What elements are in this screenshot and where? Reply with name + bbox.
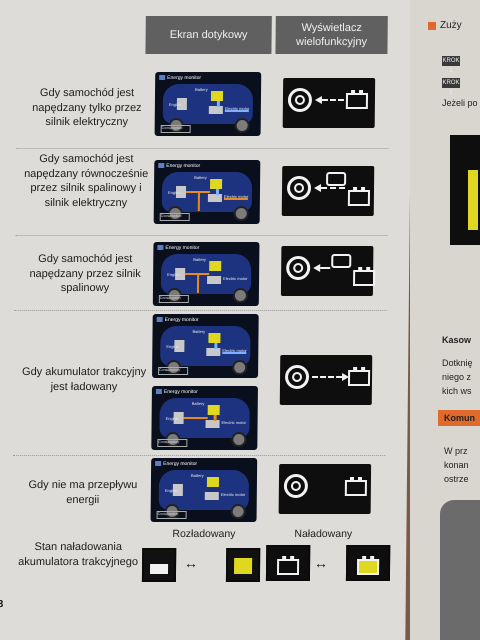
manual-left-page: Ekran dotykowy Wyświetlacz wielofunkcyjn… [0,0,412,640]
motor-icon [204,492,219,500]
battery-icon [207,405,220,415]
row-label-no-flow: Gdy nie ma przepływu energii [28,479,138,506]
mfd-display [281,166,375,216]
mfd-battery-icon [265,545,311,581]
battery-icon [347,190,371,206]
mfd-display [278,464,372,514]
row-label-ev: Gdy samochód jest napędzany tylko przez … [32,87,142,128]
battery-icon [344,480,367,496]
mfd-display [280,246,376,296]
mfd-display [282,78,376,128]
wheel-icon [286,176,312,200]
engine-icon [326,172,347,186]
mfd-display [279,355,373,405]
battery-icon [353,270,376,286]
motor-icon [208,106,223,114]
mfd-battery-full-icon [345,545,391,581]
motor-icon [206,348,221,356]
battery-icon [345,93,369,109]
wheel-icon [287,88,313,112]
energy-monitor-screen: Energy monitor Engine Battery Electric m… [152,314,259,378]
double-arrow-icon: ↔ [314,555,329,571]
battery-icon [210,91,224,101]
motor-icon [205,420,220,428]
battery-icon [208,333,221,343]
screen-title: Energy monitor [167,75,202,81]
energy-monitor-screen: Energy monitor Engine Battery Electric m… [153,160,261,224]
energy-monitor-screen: Energy monitor Engine Battery Electric m… [154,72,262,136]
soc-half-icon [225,548,261,582]
motor-icon [207,276,222,284]
soc-discharged-label: Rozładowany [172,528,236,540]
battery-icon [210,179,223,189]
battery-icon [347,370,371,386]
page-number: 8 [0,599,4,610]
row-label-engine: Gdy samochód jest napędzany przez silnik… [29,253,141,294]
row-label-hybrid: Gdy samochód jest napędzany równocześnie… [24,153,149,209]
soc-discharged-icon [141,548,177,582]
header-touchscreen: Ekran dotykowy [145,16,272,54]
wheel-icon [284,365,310,389]
engine-icon [331,254,352,268]
battery-icon [206,477,220,487]
double-arrow-icon: ↔ [184,555,199,571]
wheel-icon [283,474,309,498]
energy-monitor-screen: Energy monitor Engine Battery Electric m… [151,386,258,450]
wheel-icon [286,256,311,280]
motor-icon [207,194,222,202]
row-label-charging: Gdy akumulator trakcyjny jest ładowany [21,366,147,393]
manual-right-page: Zuży KROK 1 KROK 2 Jeżeli po Kasow Dotkn… [410,0,480,640]
battery-icon [209,261,222,271]
header-mfd: Wyświetlacz wielofunkcyjny [275,16,388,54]
energy-monitor-screen: Energy monitor Engine Battery Electric m… [150,458,258,522]
energy-monitor-screen: Energy monitor Engine Battery Electric m… [152,242,260,306]
soc-charged-label: Naładowany [294,528,353,540]
consumption-button[interactable]: Consumption [160,125,191,133]
soc-label: Stan naładowania akumulatora trakcyjnego [18,541,139,568]
